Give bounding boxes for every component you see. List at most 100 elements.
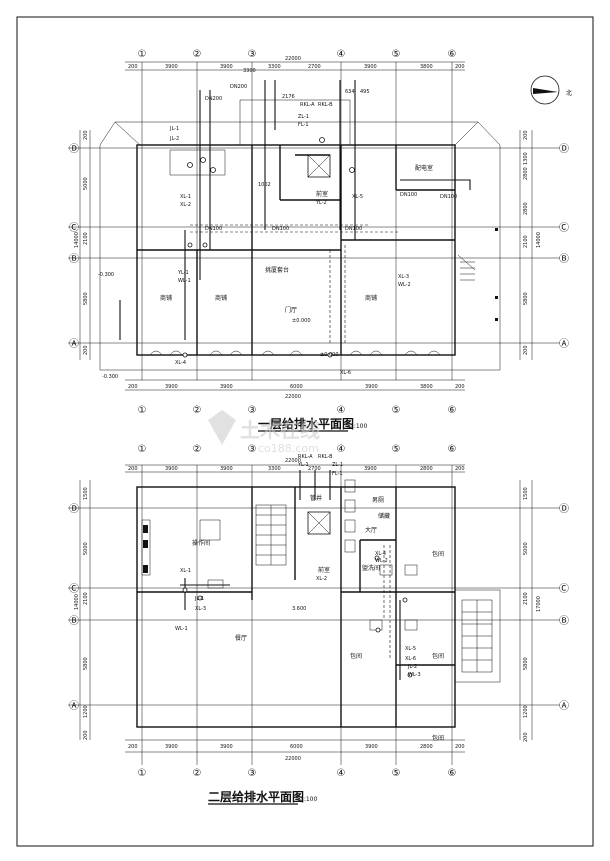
plan-second-floor: ① ② ③ ④ ⑤ ⑥ 200 3900 3900 3300 2700 3900… [68, 444, 569, 805]
room-private-3: 包间 [432, 652, 444, 660]
plan-scale-2: 1:100 [300, 796, 317, 803]
core-projection-1 [239, 99, 351, 146]
pipe-risers-1 [182, 137, 355, 358]
svg-text:YL-1: YL-1 [297, 462, 309, 468]
svg-text:WL-1: WL-1 [175, 626, 188, 632]
svg-text:2700: 2700 [308, 64, 321, 70]
svg-text:1500: 1500 [83, 487, 89, 500]
room-private-2: 包间 [350, 652, 362, 660]
svg-text:5800: 5800 [523, 657, 529, 670]
svg-text:22000: 22000 [285, 756, 301, 762]
svg-text:XL-6: XL-6 [340, 370, 351, 376]
svg-text:2700: 2700 [308, 466, 321, 472]
svg-text:2100: 2100 [523, 235, 529, 248]
svg-text:②: ② [193, 768, 202, 779]
svg-text:3300: 3300 [243, 68, 256, 74]
svg-text:5000: 5000 [83, 177, 89, 190]
svg-text:22000: 22000 [285, 458, 301, 464]
svg-text:5000: 5000 [523, 542, 529, 555]
svg-text:⑤: ⑤ [392, 405, 401, 416]
svg-text:Ⓑ: Ⓑ [69, 615, 79, 627]
svg-text:RKL-B: RKL-B [318, 102, 333, 108]
plan-title-text-2: 二层给排水平面图 [208, 789, 304, 804]
room-atrium: 挑厦套台 [265, 266, 289, 274]
svg-text:Ⓒ: Ⓒ [559, 583, 569, 595]
svg-text:14000: 14000 [74, 232, 80, 248]
svg-text:3900: 3900 [220, 744, 233, 750]
axis-marker-6: ⑥ [448, 49, 457, 60]
svg-text:2176: 2176 [282, 94, 295, 100]
svg-text:2800: 2800 [523, 202, 529, 215]
svg-text:①: ① [138, 405, 147, 416]
svg-text:XL-4: XL-4 [375, 551, 386, 557]
dims-bottom-1: 200 3900 3900 6000 3900 3800 200 22000 [128, 384, 465, 400]
svg-text:5800: 5800 [523, 292, 529, 305]
grid-lines-2 [141, 465, 453, 765]
room-wash: 盥洗间 [362, 564, 380, 572]
svg-text:FL-1: FL-1 [332, 471, 343, 477]
svg-text:200: 200 [128, 466, 138, 472]
axis-marker-2: ② [193, 49, 202, 60]
svg-text:3300: 3300 [268, 466, 281, 472]
svg-text:③: ③ [248, 405, 257, 416]
plan-first-floor: ① ② ③ ④ ⑤ ⑥ 200 3900 3900 3300 2700 3900… [68, 49, 569, 432]
room-kitchen: 操作间 [192, 539, 210, 547]
elevation-2: 3.600 [292, 606, 306, 612]
axis-markers-top-1: ① ② ③ ④ ⑤ ⑥ [138, 49, 457, 60]
room-front: 前室 [316, 190, 328, 198]
svg-text:RKL-B: RKL-B [318, 454, 333, 460]
svg-text:XL-3: XL-3 [195, 606, 206, 612]
svg-text:200: 200 [455, 466, 465, 472]
room-labels-2: 操作间 餐厅 管井 前室 大厅 包间 包间 包间 包间 男厕 盥洗间 储藏 [192, 494, 444, 742]
svg-text:6000: 6000 [290, 384, 303, 390]
svg-text:2800: 2800 [420, 744, 433, 750]
svg-text:DN200: DN200 [230, 84, 247, 90]
plan-title-2: 二层给排水平面图 1:100 [208, 789, 317, 805]
room-shop-3: 商铺 [365, 294, 377, 302]
room-store: 储藏 [378, 512, 390, 520]
room-shop-2: 商铺 [215, 294, 227, 302]
axis-marker-3: ③ [248, 49, 257, 60]
svg-text:WL-1: WL-1 [178, 278, 191, 284]
svg-text:14000: 14000 [74, 594, 80, 610]
svg-text:22000: 22000 [285, 56, 301, 62]
svg-text:JL-2: JL-2 [407, 664, 417, 670]
svg-text:ZL-1: ZL-1 [332, 462, 343, 468]
svg-text:②: ② [193, 405, 202, 416]
svg-text:±0.000: ±0.000 [320, 352, 339, 358]
dims-right-2: 1500 5000 2100 17000 5800 1200 200 [523, 487, 542, 742]
svg-text:1500: 1500 [523, 487, 529, 500]
svg-text:200: 200 [83, 730, 89, 740]
svg-text:634: 634 [345, 89, 355, 95]
watermark-brand: 土木在线 [240, 418, 320, 442]
dims-left-1: 200 5000 14000 2100 5800 200 [74, 130, 89, 355]
svg-text:④: ④ [337, 768, 346, 779]
svg-text:3900: 3900 [220, 466, 233, 472]
svg-text:200: 200 [128, 744, 138, 750]
svg-text:XL-5: XL-5 [405, 646, 416, 652]
dims-top-2: 200 3900 3900 3300 2700 3900 2800 200 22… [128, 458, 465, 472]
svg-text:XL-2: XL-2 [316, 576, 327, 582]
axis-markers-top-2: ① ② ③ ④ ⑤ ⑥ [138, 444, 457, 455]
svg-text:④: ④ [337, 405, 346, 416]
svg-text:2100: 2100 [83, 232, 89, 245]
watermark: 土木在线 co188.com [208, 410, 320, 455]
svg-text:DN100: DN100 [272, 226, 289, 232]
svg-text:Ⓓ: Ⓓ [69, 503, 79, 515]
room-private-1: 包间 [432, 550, 444, 558]
kitchen-equipment-2 [141, 519, 224, 589]
svg-text:200: 200 [83, 345, 89, 355]
axis-marker-B-right: Ⓑ [559, 253, 569, 265]
svg-text:3900: 3900 [364, 64, 377, 70]
svg-text:DN100: DN100 [205, 226, 222, 232]
svg-text:3900: 3900 [364, 466, 377, 472]
svg-text:XL-6: XL-6 [405, 656, 416, 662]
axis-letters-2: Ⓓ Ⓒ Ⓑ Ⓐ Ⓓ Ⓒ Ⓑ Ⓐ [69, 503, 569, 712]
svg-text:②: ② [193, 444, 202, 455]
svg-text:Ⓐ: Ⓐ [69, 700, 79, 712]
svg-text:1002: 1002 [258, 182, 271, 188]
walls-interior-1 [137, 145, 455, 355]
svg-text:200: 200 [455, 64, 465, 70]
svg-text:5800: 5800 [83, 657, 89, 670]
svg-text:-0.300: -0.300 [102, 374, 118, 380]
